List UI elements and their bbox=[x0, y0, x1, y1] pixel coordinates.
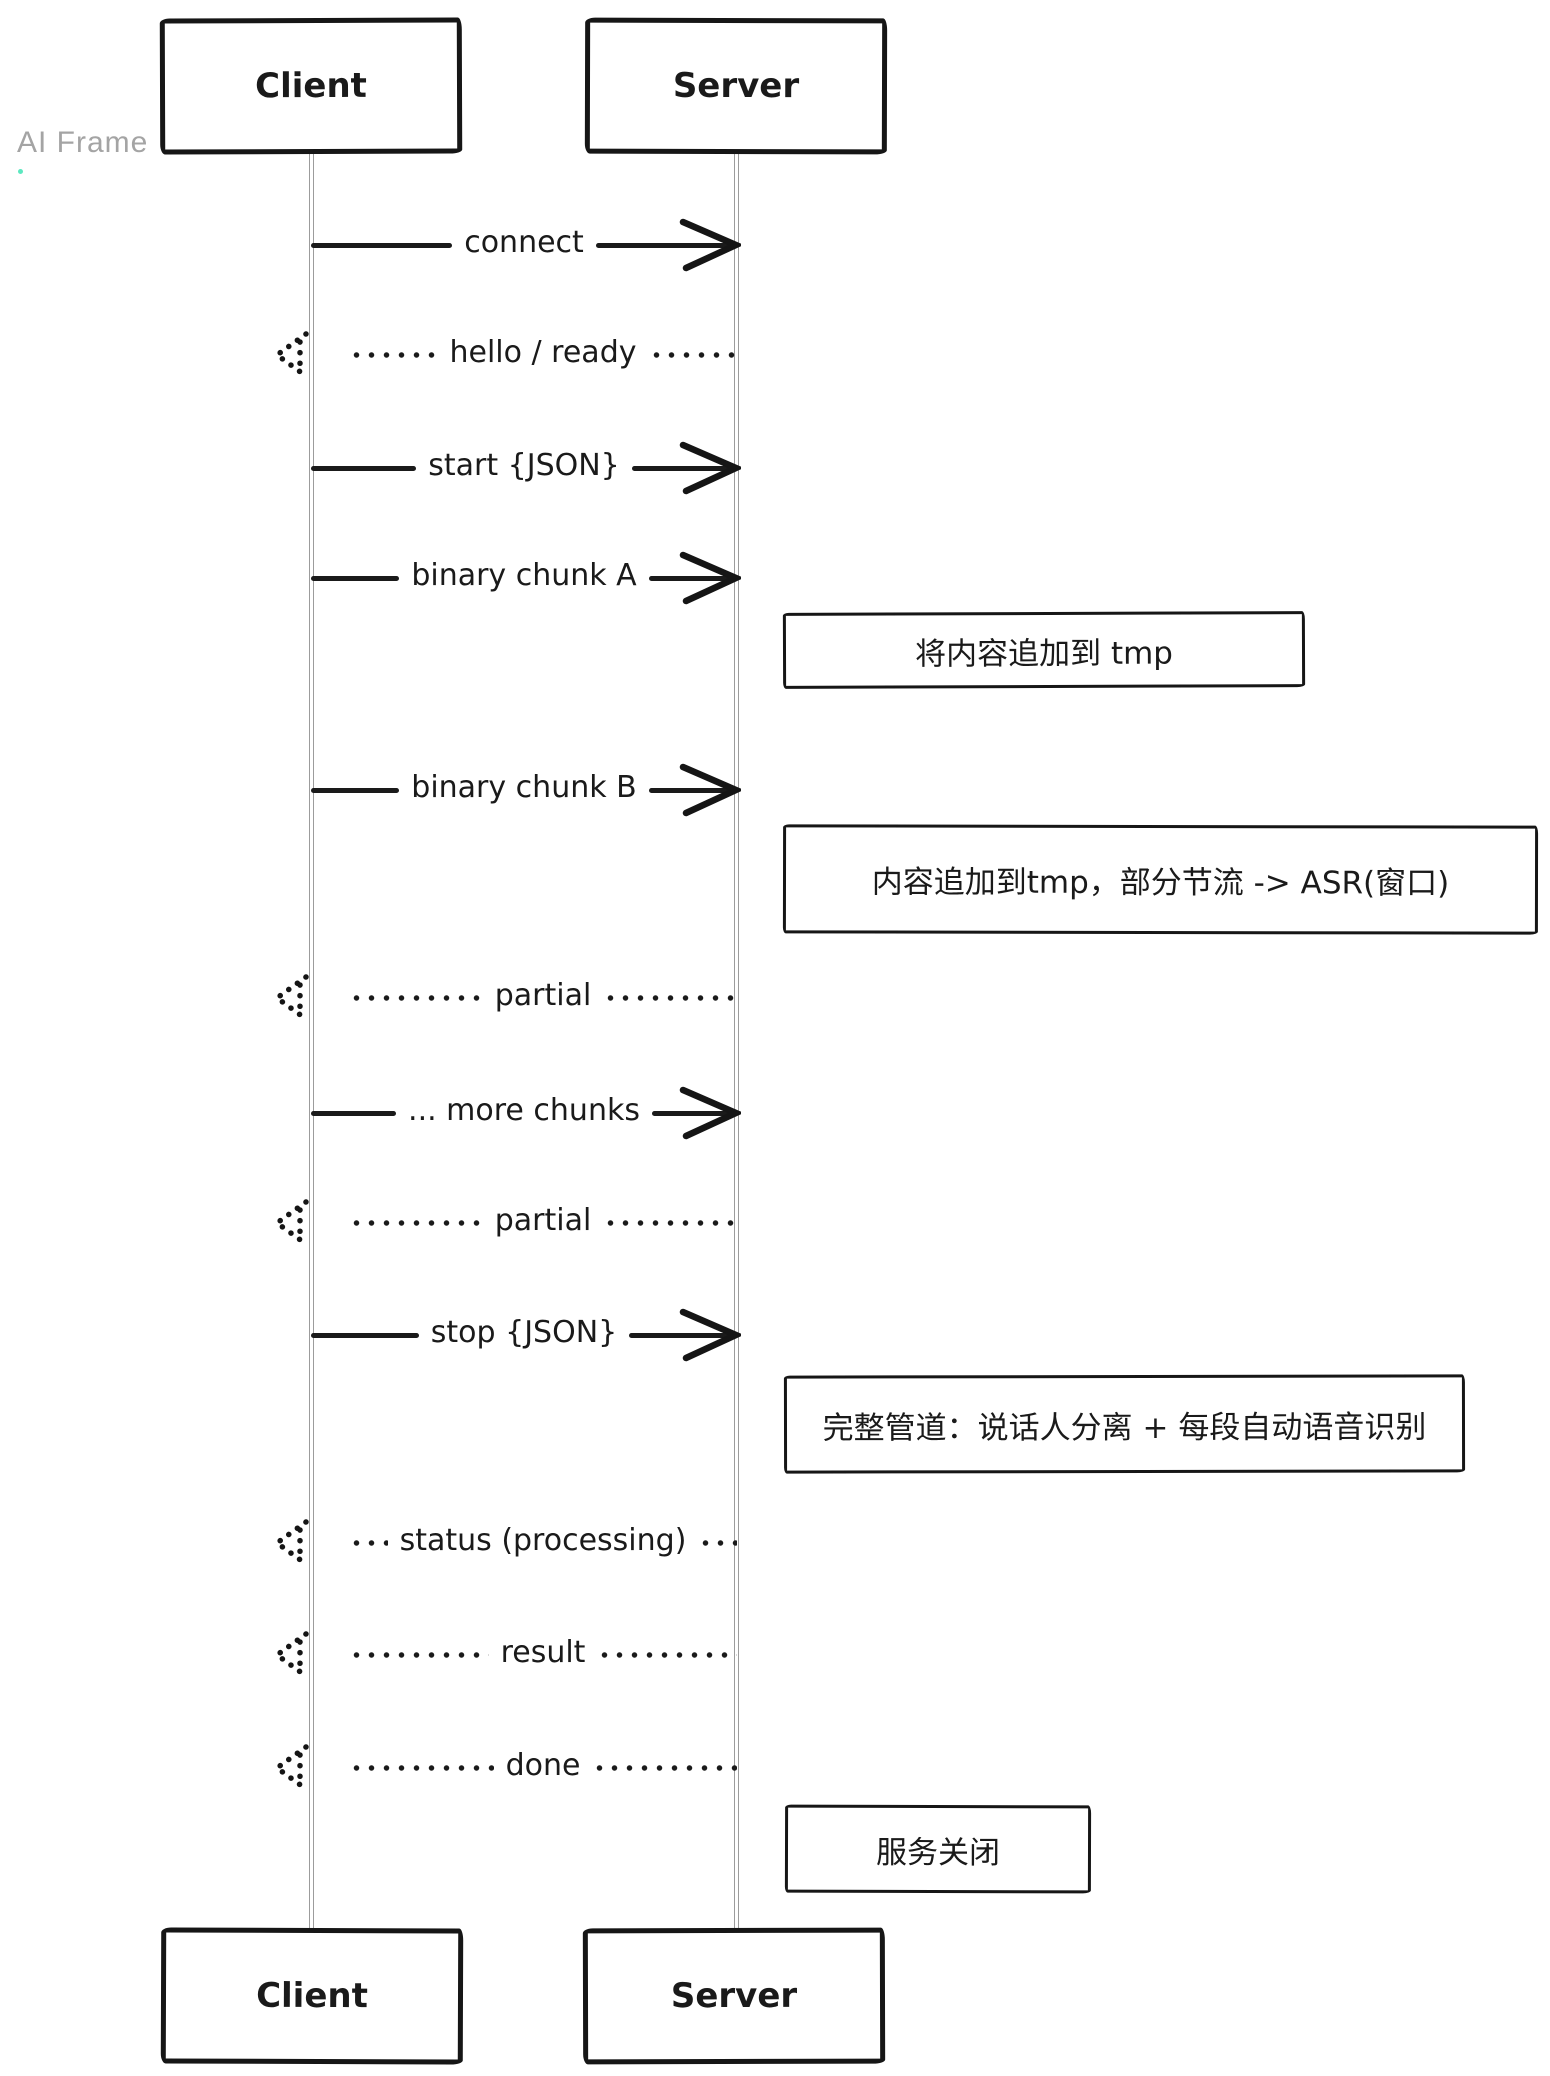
actor-label-client: Client bbox=[256, 1975, 368, 2017]
message-label: binary chunk A bbox=[411, 558, 637, 593]
note-text: 内容追加到tmp，部分节流 -> ASR(窗口) bbox=[871, 864, 1450, 902]
note-text: 服务关闭 bbox=[875, 1834, 1001, 1871]
actor-label-server: Server bbox=[672, 65, 800, 107]
message-label: stop {JSON} bbox=[430, 1315, 618, 1350]
message-line bbox=[629, 1332, 738, 1338]
arrowhead-left-dotted-icon bbox=[272, 1744, 309, 1792]
actor-label-client: Client bbox=[255, 65, 367, 107]
message-result: result bbox=[272, 1623, 737, 1687]
arrowhead-left-dotted-icon bbox=[272, 1519, 309, 1567]
message-start-json: start {JSON} bbox=[311, 436, 741, 500]
note-text: 将内容追加到 tmp bbox=[914, 635, 1174, 672]
message-dotted-line bbox=[648, 352, 737, 358]
server-lifeline bbox=[734, 154, 739, 1930]
message-stop-json: stop {JSON} bbox=[311, 1303, 741, 1367]
message-line bbox=[311, 465, 417, 471]
message-label: connect bbox=[464, 225, 584, 260]
arrowhead-right-icon bbox=[679, 218, 741, 272]
message-line bbox=[311, 575, 400, 581]
message-partial-2: partial bbox=[272, 1191, 738, 1255]
message-hello-ready: hello / ready bbox=[272, 323, 737, 387]
message-line bbox=[648, 787, 737, 793]
message-binary-chunk-a: binary chunk A bbox=[311, 546, 741, 610]
message-label: status (processing) bbox=[399, 1523, 687, 1558]
message-label: result bbox=[500, 1635, 586, 1670]
message-dotted-line bbox=[349, 1765, 494, 1771]
message-label: ... more chunks bbox=[408, 1093, 640, 1128]
arrowhead-right-icon bbox=[679, 763, 741, 817]
actor-box-client-bottom: Client bbox=[160, 1927, 464, 2065]
message-label: binary chunk B bbox=[411, 770, 637, 805]
message-line bbox=[311, 1332, 419, 1338]
message-dotted-line bbox=[349, 995, 483, 1001]
actor-label-server: Server bbox=[670, 1975, 798, 2017]
message-dotted-line bbox=[349, 352, 438, 358]
note-service-close: 服务关闭 bbox=[784, 1804, 1092, 1894]
message-dotted-line bbox=[349, 1220, 483, 1226]
message-line bbox=[631, 465, 737, 471]
message-dotted-line bbox=[698, 1540, 737, 1546]
message-dotted-line bbox=[349, 1540, 388, 1546]
message-status-processing: status (processing) bbox=[272, 1511, 737, 1575]
message-done: done bbox=[272, 1736, 737, 1800]
arrowhead-left-dotted-icon bbox=[272, 1199, 309, 1247]
message-line bbox=[648, 575, 737, 581]
accent-dot bbox=[18, 169, 23, 174]
message-line bbox=[311, 1110, 397, 1116]
arrowhead-left-dotted-icon bbox=[272, 974, 309, 1022]
message-more-chunks: ... more chunks bbox=[311, 1081, 741, 1145]
message-dotted-line bbox=[597, 1652, 737, 1658]
message-binary-chunk-b: binary chunk B bbox=[311, 758, 741, 822]
message-label: start {JSON} bbox=[428, 448, 620, 483]
note-full-pipeline: 完整管道：说话人分离 + 每段自动语音识别 bbox=[783, 1374, 1466, 1474]
actor-box-server-top: Server bbox=[584, 17, 888, 155]
note-append-tmp: 将内容追加到 tmp bbox=[782, 611, 1306, 689]
arrowhead-left-dotted-icon bbox=[272, 1631, 309, 1679]
message-line bbox=[651, 1110, 737, 1116]
message-dotted-line bbox=[603, 1220, 738, 1226]
message-partial-1: partial bbox=[272, 966, 738, 1030]
actor-box-client-top: Client bbox=[159, 17, 463, 155]
message-label: done bbox=[505, 1748, 581, 1783]
arrowhead-right-icon bbox=[679, 551, 741, 605]
arrowhead-right-icon bbox=[679, 1308, 741, 1362]
note-text: 完整管道：说话人分离 + 每段自动语音识别 bbox=[822, 1408, 1427, 1447]
note-append-tmp-asr-window: 内容追加到tmp，部分节流 -> ASR(窗口) bbox=[782, 824, 1539, 935]
arrowhead-right-icon bbox=[679, 441, 741, 495]
message-line bbox=[595, 242, 737, 248]
message-label: partial bbox=[494, 978, 592, 1013]
client-lifeline bbox=[309, 154, 314, 1930]
message-dotted-line bbox=[349, 1652, 489, 1658]
message-line bbox=[311, 242, 453, 248]
watermark-text: AI Frame bbox=[17, 126, 149, 159]
message-line bbox=[311, 787, 400, 793]
message-dotted-line bbox=[603, 995, 738, 1001]
message-label: hello / ready bbox=[449, 335, 637, 370]
message-connect: connect bbox=[311, 213, 741, 277]
arrowhead-right-icon bbox=[679, 1086, 741, 1140]
message-label: partial bbox=[494, 1203, 592, 1238]
message-dotted-line bbox=[592, 1765, 737, 1771]
actor-box-server-bottom: Server bbox=[582, 1927, 886, 2065]
arrowhead-left-dotted-icon bbox=[272, 331, 309, 379]
